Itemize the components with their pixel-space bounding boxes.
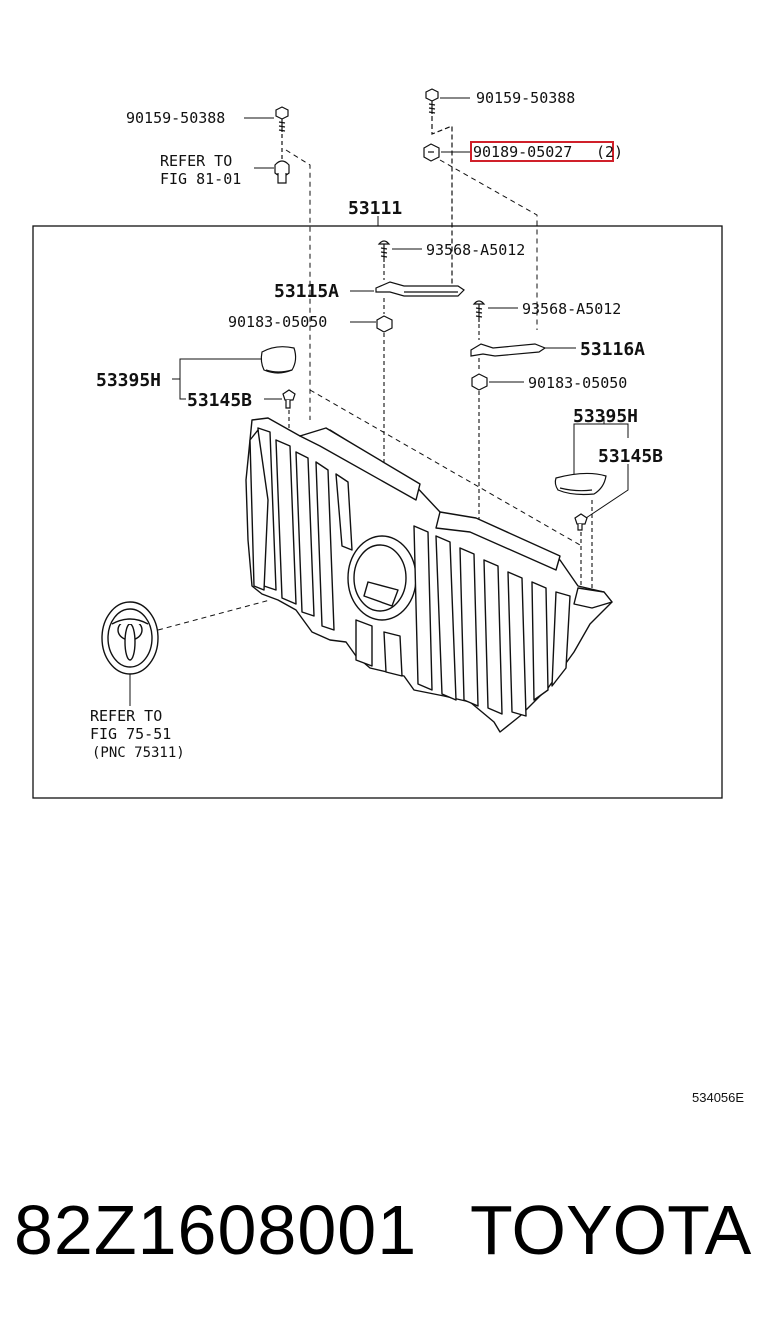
toyota-emblem-icon xyxy=(101,601,159,675)
bracket-b-icon xyxy=(470,343,547,357)
pad-right-icon xyxy=(554,472,607,496)
radiator-grille-icon xyxy=(245,417,613,733)
callout-clip-left: 53145B xyxy=(187,390,252,411)
screw-b-icon xyxy=(472,300,486,322)
screw-a-icon xyxy=(377,240,391,262)
pad-left-icon xyxy=(260,346,297,374)
nut-a-icon xyxy=(376,315,393,333)
refer-emblem-line-3: (PNC 75311) xyxy=(92,745,185,761)
callout-pad-left: 53395H xyxy=(96,370,161,391)
clip-left-icon xyxy=(282,389,296,409)
callout-bolt-top-left: 90159-50388 xyxy=(126,109,225,127)
diagram-code: 534056E xyxy=(692,1090,745,1105)
nut-highlighted-icon xyxy=(423,143,440,162)
callout-clip-right: 53145B xyxy=(598,446,663,467)
bracket-a-icon xyxy=(375,281,465,297)
bolt-top-right-icon xyxy=(425,88,439,114)
bolt-top-left-icon xyxy=(275,106,289,132)
part-number: 82Z1608001 xyxy=(14,1191,418,1269)
clip-right-icon xyxy=(574,513,588,531)
callout-bracket-b: 53116A xyxy=(580,339,645,360)
nut-b-icon xyxy=(471,373,488,391)
highlight-box xyxy=(470,141,614,162)
clip-top-left-icon xyxy=(274,160,290,184)
callout-highlighted-nut: 90189-05027 xyxy=(473,143,572,161)
callout-nut-a: 90183-05050 xyxy=(228,313,327,331)
callout-screw-b: 93568-A5012 xyxy=(522,300,621,318)
refer-left-line-2: FIG 81-01 xyxy=(160,170,241,188)
refer-left-line-1: REFER TO xyxy=(160,152,232,170)
callout-screw-a: 93568-A5012 xyxy=(426,241,525,259)
callout-assembly: 53111 xyxy=(348,198,402,219)
refer-emblem-line-2: FIG 75-51 xyxy=(90,725,171,743)
refer-emblem-line-1: REFER TO xyxy=(90,707,162,725)
brand-name: TOYOTA xyxy=(470,1191,752,1269)
callout-pad-right: 53395H xyxy=(573,406,638,427)
callout-bolt-top-right: 90159-50388 xyxy=(476,89,575,107)
callout-highlighted-nut-qty: (2) xyxy=(596,143,623,161)
callout-nut-b: 90183-05050 xyxy=(528,374,627,392)
callout-bracket-a: 53115A xyxy=(274,281,339,302)
